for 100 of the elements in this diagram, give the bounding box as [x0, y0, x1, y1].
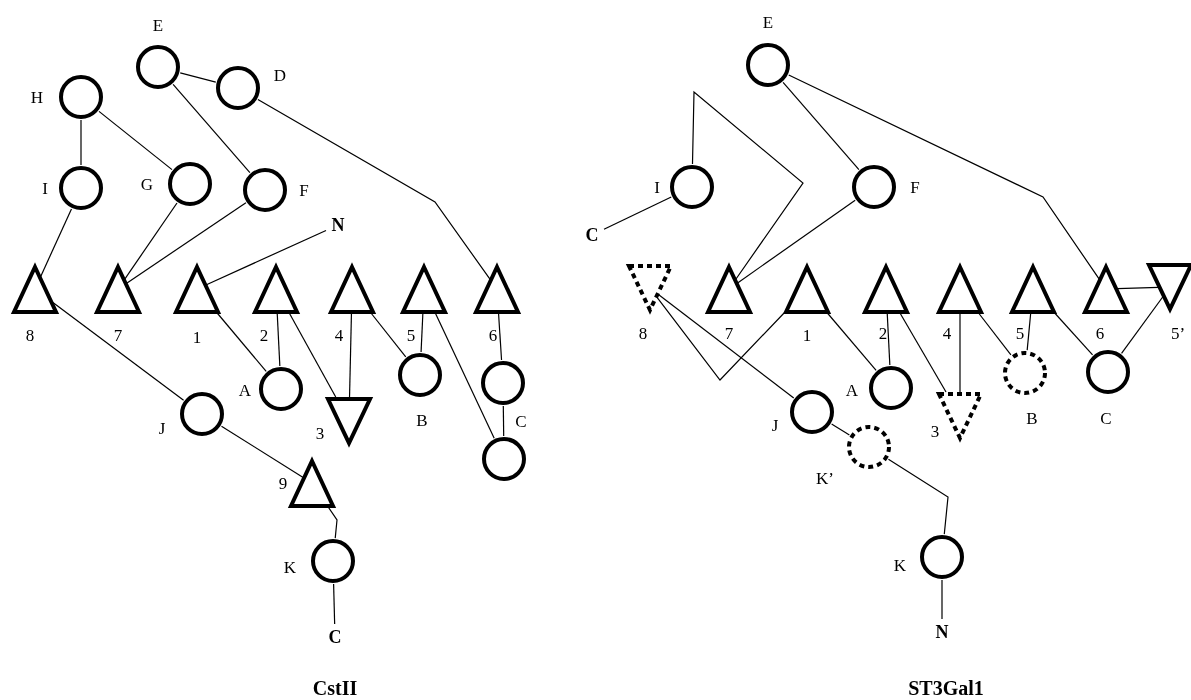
helix-circle — [214, 64, 262, 112]
connecting-line — [220, 425, 304, 479]
terminus-label: C — [323, 625, 347, 649]
element-label: K — [893, 556, 907, 574]
helix-circle — [166, 160, 214, 208]
element-label: 5 — [406, 326, 416, 344]
helix-circle — [257, 365, 305, 413]
strand-triangle — [472, 263, 522, 315]
connecting-line — [124, 202, 178, 280]
element-label: E — [762, 13, 774, 31]
strand-triangle — [93, 263, 143, 315]
element-label: K’ — [816, 469, 834, 487]
helix-circle — [134, 43, 182, 91]
connecting-line — [276, 312, 281, 367]
connecting-line — [502, 405, 505, 437]
element-label: 3 — [930, 422, 940, 440]
helix-circle — [57, 73, 105, 121]
strand-triangle — [782, 263, 832, 315]
element-label: I — [654, 178, 660, 196]
element-label: 2 — [259, 326, 269, 344]
element-label: 6 — [488, 326, 498, 344]
connecting-line — [737, 199, 856, 284]
strand-triangle — [861, 263, 911, 315]
element-label: C — [1100, 409, 1112, 427]
connecting-line — [126, 202, 247, 284]
helix-circle — [788, 388, 836, 436]
element-label: 3 — [315, 424, 325, 442]
connecting-line — [1120, 295, 1164, 355]
element-label: G — [140, 175, 154, 193]
helix-circle — [668, 163, 716, 211]
connecting-line — [179, 72, 217, 83]
element-label: E — [152, 16, 164, 34]
helix-circle — [1001, 349, 1049, 397]
element-label: F — [299, 181, 309, 199]
connecting-line — [370, 312, 407, 358]
element-label: D — [273, 66, 287, 84]
connecting-line — [216, 312, 267, 372]
connecting-line — [657, 293, 795, 399]
connecting-line — [691, 90, 804, 280]
connecting-line — [40, 208, 73, 278]
strand-triangle — [1008, 263, 1058, 315]
helix-circle — [479, 359, 527, 407]
connecting-line — [497, 312, 503, 361]
panel-title: CstII — [312, 678, 358, 698]
connecting-line — [959, 312, 961, 393]
element-label: 1 — [802, 326, 812, 344]
connecting-line — [1026, 312, 1032, 351]
element-label: B — [416, 411, 428, 429]
connecting-line — [826, 312, 877, 372]
strand-triangle — [287, 457, 337, 509]
element-label: A — [845, 381, 859, 399]
element-label: 4 — [942, 324, 952, 342]
strand-triangle — [1145, 261, 1191, 313]
helix-circle — [57, 164, 105, 212]
connecting-line — [831, 423, 850, 436]
strand-triangle — [251, 263, 301, 315]
connecting-line — [941, 579, 943, 620]
strand-triangle — [172, 263, 222, 315]
element-label: I — [42, 179, 48, 197]
connecting-line — [788, 74, 1100, 280]
connecting-line — [886, 312, 891, 366]
connecting-line — [1054, 312, 1094, 356]
terminus-label: N — [930, 620, 954, 644]
element-label: 4 — [334, 326, 344, 344]
element-label: 2 — [878, 324, 888, 342]
element-label: J — [771, 416, 779, 434]
helix-circle — [845, 423, 893, 471]
connecting-line — [98, 110, 173, 171]
element-label: B — [1026, 409, 1038, 427]
terminus-label: N — [326, 213, 350, 237]
helix-circle — [480, 435, 528, 483]
helix-circle — [309, 537, 357, 585]
strand-triangle — [704, 263, 754, 315]
strand-triangle — [1081, 263, 1131, 315]
strand-triangle — [935, 263, 985, 315]
connecting-line — [899, 312, 947, 393]
connecting-line — [333, 583, 336, 625]
connecting-line — [327, 506, 338, 539]
helix-circle — [396, 351, 444, 399]
element-label: 8 — [638, 324, 648, 342]
element-label: 8 — [25, 326, 35, 344]
element-label: J — [158, 419, 166, 437]
helix-circle — [918, 533, 966, 581]
strand-triangle — [399, 263, 449, 315]
terminus-label: C — [580, 223, 604, 247]
helix-circle — [178, 390, 226, 438]
strand-triangle — [327, 263, 377, 315]
connecting-line — [434, 312, 495, 439]
connecting-line — [172, 83, 251, 174]
connecting-line — [257, 98, 491, 280]
connecting-line — [782, 81, 860, 171]
strand-triangle — [10, 263, 60, 315]
element-label: C — [515, 412, 527, 430]
element-label: 7 — [724, 324, 734, 342]
connecting-line — [977, 312, 1012, 356]
connecting-line — [887, 458, 949, 535]
connecting-line — [603, 196, 672, 230]
element-label: 5 — [1015, 324, 1025, 342]
connecting-line — [1116, 286, 1160, 290]
connecting-line — [656, 296, 785, 381]
